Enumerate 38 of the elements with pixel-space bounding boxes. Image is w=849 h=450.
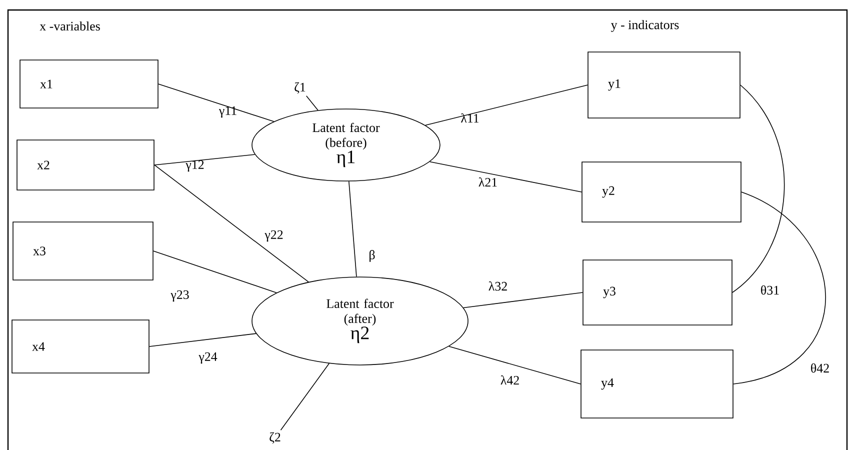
path-line xyxy=(153,250,277,294)
edge-label: β xyxy=(370,250,375,262)
variable-box: x2 xyxy=(16,140,154,190)
path-line xyxy=(154,154,256,166)
path-line xyxy=(306,95,318,111)
group-heading: y - indicators xyxy=(611,20,679,32)
group-heading: x -variables xyxy=(40,21,100,31)
edge-label: λ11 xyxy=(460,113,479,123)
edge-label: θ42 xyxy=(811,363,829,373)
variable-box: x1 xyxy=(20,60,158,108)
path-line xyxy=(158,84,274,122)
variable-box: y1 xyxy=(588,52,740,118)
path-line xyxy=(149,333,256,347)
path-line xyxy=(348,180,357,278)
variable-box: x4 xyxy=(12,320,150,374)
edge-label: λ42 xyxy=(500,375,519,385)
edge-label: γ23 xyxy=(170,290,189,302)
variable-box: y2 xyxy=(582,162,742,222)
variable-box: x3 xyxy=(12,222,154,280)
covariance-curve xyxy=(733,192,826,384)
path-line xyxy=(280,363,330,430)
edge-label: γ22 xyxy=(264,230,283,242)
error-term: ζ1 xyxy=(294,82,306,94)
path-line xyxy=(424,84,588,126)
error-term: ζ2 xyxy=(270,432,280,444)
path-line xyxy=(448,346,581,384)
variable-box: y4 xyxy=(580,350,734,418)
edge-label: γ24 xyxy=(198,352,218,364)
variable-box: y3 xyxy=(582,260,732,326)
path-line xyxy=(429,161,582,192)
covariance-curve xyxy=(732,84,784,293)
edge-label: θ31 xyxy=(761,285,779,295)
path-line xyxy=(463,292,583,308)
edge-label: γ11 xyxy=(218,106,236,118)
edge-label: λ21 xyxy=(478,177,497,187)
edge-label: λ32 xyxy=(488,281,507,291)
path-line xyxy=(154,164,309,282)
edge-label: γ12 xyxy=(186,160,204,172)
